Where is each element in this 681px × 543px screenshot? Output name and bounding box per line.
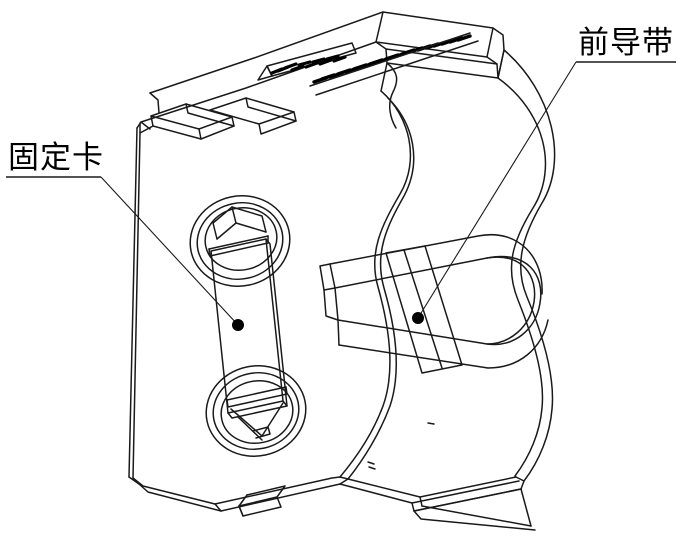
fixing-clip-leader-line	[100, 176, 239, 326]
fixing-clip-strap	[210, 238, 288, 419]
bottom-latch-tab	[238, 485, 286, 517]
scalloped-right-edge	[497, 49, 556, 482]
detail-notches	[367, 422, 435, 470]
annotation-leader-tape	[412, 61, 676, 324]
label-fixing-clip: 固定卡	[8, 140, 104, 176]
fixing-clip-marker-dot	[232, 319, 244, 331]
annotation-fixing-clip	[6, 176, 244, 331]
top-deck	[136, 11, 505, 130]
leader-tape-leader-line	[417, 61, 577, 319]
leader-tape-marker-dot	[412, 312, 424, 324]
top-latch-tabs	[139, 97, 297, 140]
knurl-detail-b	[309, 32, 479, 96]
knurl-detail-a	[257, 42, 357, 81]
upper-hub	[189, 195, 291, 287]
bottom-panel	[138, 476, 536, 531]
main-body-face	[128, 127, 216, 505]
label-leader-tape: 前导带	[578, 25, 674, 61]
tape-pack	[319, 233, 549, 369]
lower-hub	[205, 365, 307, 457]
body-interior-scallop	[339, 62, 415, 480]
